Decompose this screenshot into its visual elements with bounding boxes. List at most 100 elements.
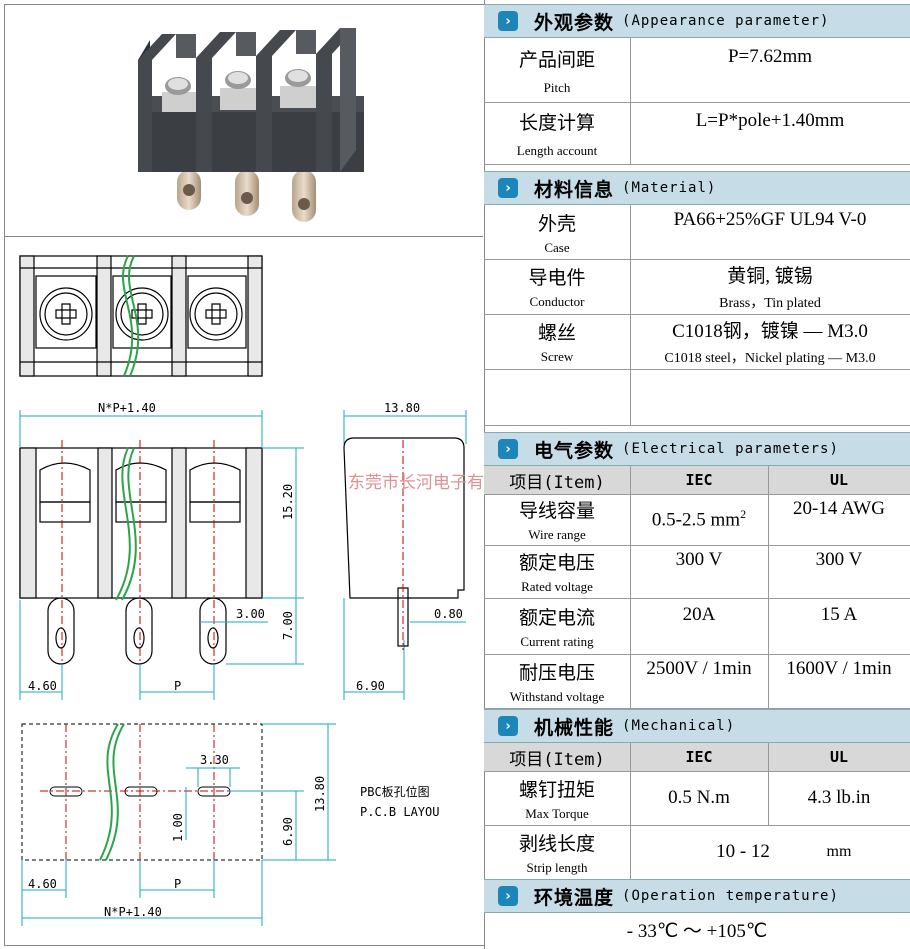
watermark: 东莞市长河电子有 xyxy=(348,473,484,493)
header-iec: IEC xyxy=(685,748,713,766)
screw-1 xyxy=(162,77,196,112)
unit: mm xyxy=(826,843,852,860)
dim-3-30: 3.30 xyxy=(200,753,229,767)
row-case: 外壳 Case PA66+25%GF UL94 V-0 xyxy=(484,205,910,260)
label-en: Strip length xyxy=(526,859,588,875)
value-ul: 20-14 AWG xyxy=(793,498,885,519)
dim-3-00: 3.00 xyxy=(236,607,265,621)
label-zh: 额定电压 xyxy=(518,552,595,574)
section-subtitle: (Electrical parameters) xyxy=(622,441,839,457)
pcb-layout: 3.30 1.00 6.90 13.80 4.60 P N*P+1.40 PBC… xyxy=(21,723,439,926)
arrow-icon: › xyxy=(498,886,518,906)
section-title: 环境温度 xyxy=(534,886,615,909)
section-title: 材料信息 xyxy=(534,178,615,201)
label-en: Current rating xyxy=(520,633,594,649)
pcb-label-line1: PBC板孔位图 xyxy=(360,784,430,799)
dim-13-80: 13.80 xyxy=(384,401,420,415)
value-iec: 0.5 N.m xyxy=(668,787,730,808)
dim-np-bottom: N*P+1.40 xyxy=(104,905,162,919)
arrow-icon: › xyxy=(498,439,518,459)
row-withstand-voltage: 耐压电压 Withstand voltage 2500V / 1min 1600V… xyxy=(484,654,910,709)
value-ul: 4.3 lb.in xyxy=(807,787,871,808)
value-iec: 0.5-2.5 mm2 xyxy=(651,507,747,531)
front-view xyxy=(19,447,263,665)
label-zh: 螺丝 xyxy=(537,322,576,344)
row-wire-range: 导线容量 Wire range 0.5-2.5 mm2 20-14 AWG xyxy=(484,494,910,546)
header-ul: UL xyxy=(829,471,849,489)
value-en: Brass，Tin plated xyxy=(719,296,821,311)
row-strip-length: 剥线长度 Strip length 10 - 12 mm xyxy=(484,825,910,880)
label-en: Withstand voltage xyxy=(509,688,605,704)
value-iec: 2500V / 1min xyxy=(646,658,752,679)
label-zh: 额定电流 xyxy=(518,606,595,629)
arrow-icon: › xyxy=(498,178,518,198)
value: 10 - 12 xyxy=(716,841,770,862)
label-zh: 长度计算 xyxy=(518,111,595,134)
label-en: Case xyxy=(544,239,570,255)
dim-6-90: 6.90 xyxy=(356,679,385,693)
section-title: 机械性能 xyxy=(534,716,615,739)
row-max-torque: 螺钉扭矩 Max Torque 0.5 N.m 4.3 lb.in xyxy=(484,771,910,826)
dim-13-80-pcb: 13.80 xyxy=(313,776,327,812)
section-subtitle: (Mechanical) xyxy=(622,718,736,734)
dim-1-00: 1.00 xyxy=(171,813,185,842)
header-iec: IEC xyxy=(685,471,713,489)
label-zh: 螺钉扭矩 xyxy=(518,778,595,801)
dim-0-80: 0.80 xyxy=(434,607,463,621)
section-subtitle: (Appearance parameter) xyxy=(622,13,830,29)
temperature-value: - 33℃ ～ +105℃ xyxy=(626,920,768,942)
label-en: Conductor xyxy=(529,294,585,309)
section-temperature: › 环境温度 (Operation temperature) xyxy=(484,879,910,913)
label-zh: 剥线长度 xyxy=(518,832,595,855)
label-zh: 导电件 xyxy=(528,267,586,289)
break-line-1 xyxy=(122,255,140,377)
section-title: 外观参数 xyxy=(534,11,615,34)
section-material: › 材料信息 (Material) xyxy=(484,171,910,205)
value-ul: 1600V / 1min xyxy=(786,658,892,679)
header-item: 项目(Item) xyxy=(509,472,605,493)
dim-6-90-pcb: 6.90 xyxy=(281,817,295,846)
dim-p-pcb: P xyxy=(174,877,181,891)
label-en: Pitch xyxy=(543,79,571,95)
value: PA66+25%GF UL94 V-0 xyxy=(673,209,867,230)
label-en: Max Torque xyxy=(525,805,589,821)
dim-4-60: 4.60 xyxy=(28,679,57,693)
electrical-header: 项目(Item) IEC UL xyxy=(484,466,910,495)
dim-15-20: 15.20 xyxy=(281,484,295,520)
top-view xyxy=(19,255,263,377)
value: P=7.62mm xyxy=(727,46,813,67)
screw-2 xyxy=(220,71,256,110)
value: L=P*pole+1.40mm xyxy=(695,110,845,131)
value-ul: 300 V xyxy=(815,549,863,570)
pin-1 xyxy=(177,170,201,210)
drawing-panel: N*P+1.40 15.20 7.00 3.00 4.60 P 13.80 0.… xyxy=(4,4,485,946)
section-subtitle: (Material) xyxy=(622,180,717,196)
label-zh: 产品间距 xyxy=(518,48,595,71)
pcb-label-line2: P.C.B LAYOU xyxy=(360,805,439,819)
value: C1018钢，镀镍 — M3.0 xyxy=(672,321,868,342)
value-iec: 20A xyxy=(682,604,716,625)
value-ul: 15 A xyxy=(820,604,858,625)
label-en: Screw xyxy=(540,349,574,364)
section-subtitle: (Operation temperature) xyxy=(622,888,839,904)
section-title: 电气参数 xyxy=(534,439,615,462)
row-current-rating: 额定电流 Current rating 20A 15 A xyxy=(484,598,910,655)
value-iec: 300 V xyxy=(675,549,723,570)
value-en: C1018 steel，Nickel plating — M3.0 xyxy=(664,351,876,366)
label-en: Wire range xyxy=(528,527,586,542)
section-appearance: › 外观参数 (Appearance parameter) xyxy=(484,4,910,38)
dim-7-00: 7.00 xyxy=(281,611,295,640)
dim-p: P xyxy=(174,679,181,693)
arrow-icon: › xyxy=(498,11,518,31)
dim-4-60-pcb: 4.60 xyxy=(28,877,57,891)
label-zh: 导线容量 xyxy=(518,500,595,522)
label-zh: 外壳 xyxy=(537,212,576,235)
label-zh: 耐压电压 xyxy=(518,661,595,684)
header-ul: UL xyxy=(829,748,849,766)
technical-drawing: N*P+1.40 15.20 7.00 3.00 4.60 P 13.80 0.… xyxy=(19,255,467,926)
mechanical-header: 项目(Item) IEC UL xyxy=(484,743,910,772)
pin-3 xyxy=(292,170,316,222)
